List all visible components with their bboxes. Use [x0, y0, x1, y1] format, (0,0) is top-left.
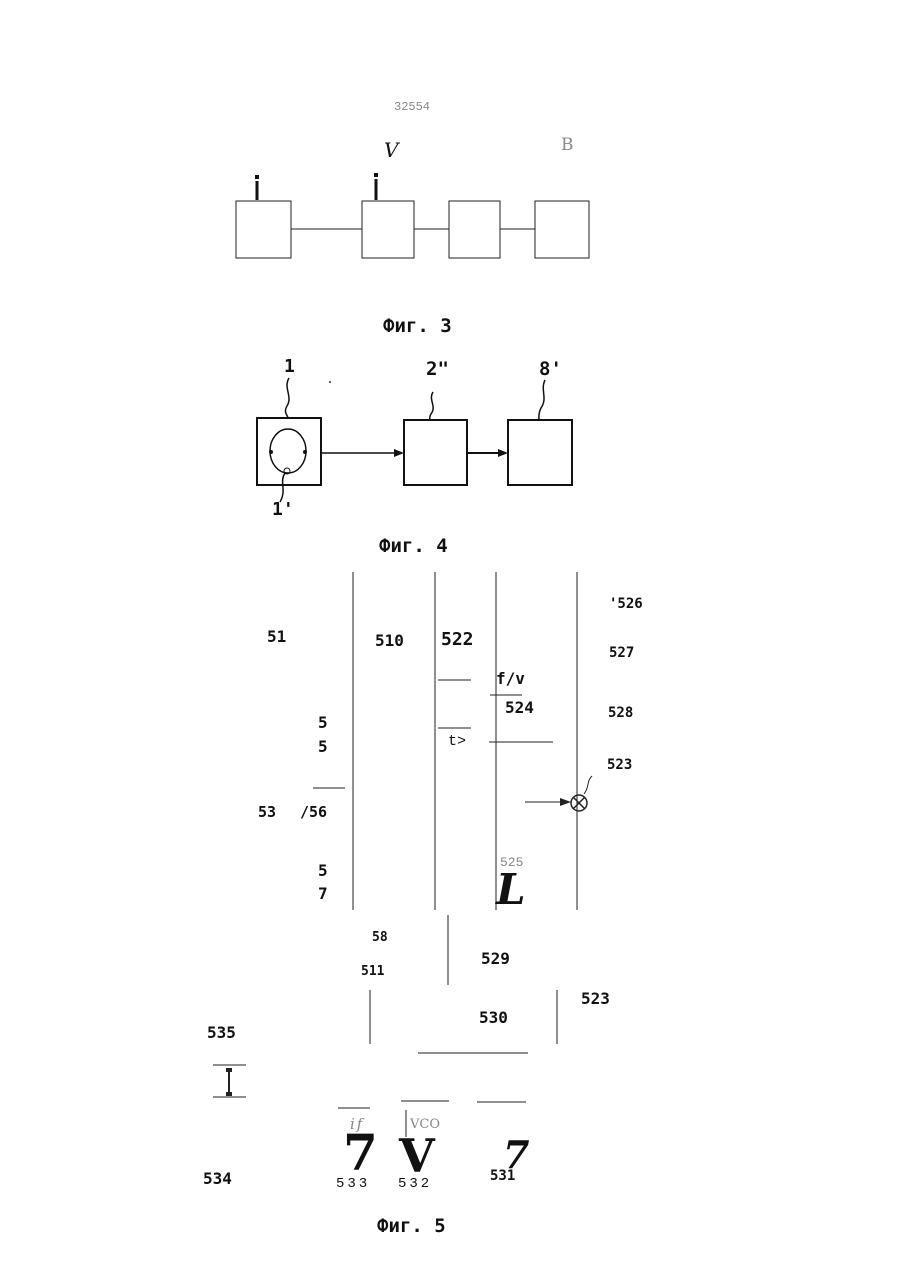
fig4-ref-2: 2"	[426, 360, 449, 379]
fig3-label-v: V	[384, 140, 398, 160]
figure-4-diagram	[0, 340, 901, 540]
fig5-label-fv: f/v	[496, 671, 525, 687]
fig4-block-3	[508, 420, 572, 485]
fig5-label-534: 534	[203, 1171, 232, 1187]
figure-5-diagram	[0, 560, 901, 1210]
fig3-input-marker-2	[374, 173, 378, 200]
fig5-label-53: 53	[258, 805, 276, 820]
fig5-label-t-arrow: t>	[448, 734, 466, 749]
fig4-block-1	[257, 418, 321, 485]
fig5-label-55-top: 5	[318, 715, 328, 731]
fig5-label-535: 535	[207, 1025, 236, 1041]
fig5-label-57-top: 5	[318, 863, 328, 879]
fig3-block-2	[362, 201, 414, 258]
fig5-label-56: /56	[300, 805, 327, 820]
fig4-block-2	[404, 420, 467, 485]
fig5-label-55-bottom: 5	[318, 739, 328, 755]
fig5-label-57-bottom: 7	[318, 886, 328, 902]
fig4-leader-3	[539, 380, 545, 420]
fig4-sensor-circle	[270, 429, 306, 473]
fig5-mixer-icon	[571, 795, 587, 811]
fig5-label-533: 533	[336, 1177, 370, 1191]
fig5-label-522: 522	[441, 631, 474, 649]
fig3-label-b: B	[561, 137, 574, 154]
fig4-ref-8: 8'	[539, 360, 562, 379]
fig5-label-528: 528	[608, 706, 633, 720]
fig5-label-58: 58	[372, 931, 388, 944]
fig5-big-l-glyph: L	[496, 869, 526, 911]
fig3-block-3	[449, 201, 500, 258]
fig4-leader-4	[280, 473, 285, 502]
fig4-caption: Фиг. 4	[379, 537, 448, 556]
fig4-leader-2	[430, 392, 433, 420]
fig5-label-531: 531	[490, 1169, 515, 1183]
fig4-ref-1-prime: 1'	[272, 501, 294, 519]
fig5-label-51: 51	[267, 629, 286, 645]
fig5-label-527: 527	[609, 646, 634, 660]
fig5-label-511: 511	[361, 965, 384, 978]
fig3-block-1	[236, 201, 291, 258]
fig5-label-524: 524	[505, 700, 534, 716]
fig5-big-v-glyph: V	[399, 1133, 435, 1179]
fig3-input-marker-1	[255, 175, 259, 200]
fig3-block-4	[535, 201, 589, 258]
fig5-big-7-glyph-left: 7	[343, 1128, 378, 1178]
figure-3-diagram	[0, 0, 901, 300]
fig4-ref-1: 1	[284, 358, 295, 376]
fig5-resistor-symbol	[226, 1068, 232, 1096]
fig4-leader-1	[285, 378, 289, 418]
fig5-label-532: 532	[398, 1177, 432, 1191]
fig5-label-510: 510	[375, 633, 404, 649]
fig5-label-523-upper: 523	[607, 758, 632, 772]
fig5-label-526: '526	[609, 597, 643, 611]
fig5-label-530: 530	[479, 1010, 508, 1026]
fig5-label-529: 529	[481, 951, 510, 967]
fig5-caption: Фиг. 5	[377, 1217, 446, 1236]
fig5-label-523-lower: 523	[581, 991, 610, 1007]
fig3-caption: Фиг. 3	[383, 317, 452, 336]
